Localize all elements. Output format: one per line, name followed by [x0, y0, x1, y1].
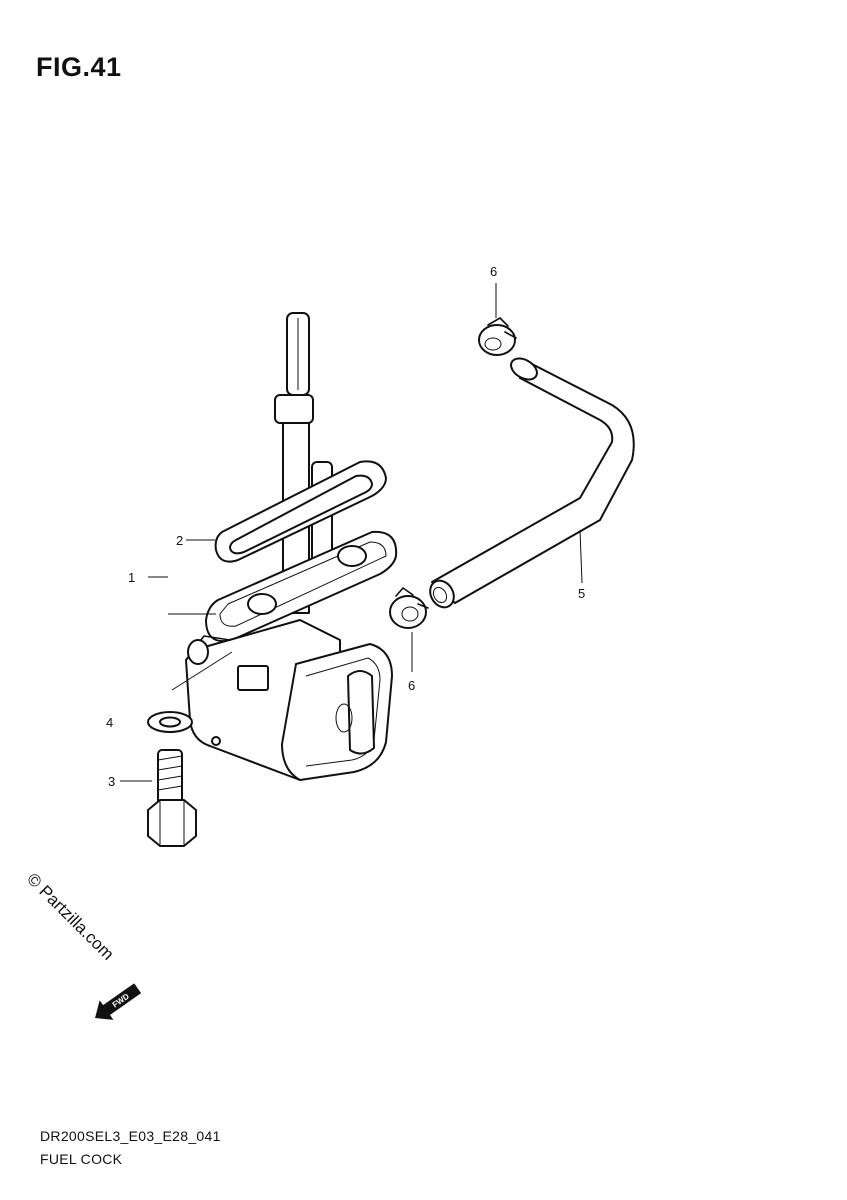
- callout-6-lower: 6: [408, 678, 415, 693]
- washer[interactable]: [147, 711, 193, 733]
- fuel-hose[interactable]: [425, 354, 635, 611]
- callout-4: 4: [106, 715, 113, 730]
- bolt[interactable]: [147, 749, 197, 847]
- callout-3: 3: [108, 774, 115, 789]
- leader-line-1-body: [171, 651, 233, 691]
- figure-title: FIG.41: [36, 52, 122, 82]
- hose-clamp-upper[interactable]: [478, 317, 517, 356]
- figure-caption: FUEL COCK: [40, 1151, 123, 1167]
- callout-1: 1: [128, 570, 135, 585]
- fwd-arrow-icon: FWD: [95, 983, 142, 1020]
- callout-6-upper: 6: [490, 264, 497, 279]
- model-code: DR200SEL3_E03_E28_041: [40, 1128, 221, 1144]
- callout-2: 2: [176, 533, 183, 548]
- watermark-text: © Partzilla.com: [23, 869, 117, 963]
- callout-5: 5: [578, 586, 585, 601]
- leader-line-5: [579, 529, 583, 584]
- hose-clamp-lower[interactable]: [389, 587, 429, 629]
- fuel-cock-assembly[interactable]: [185, 312, 398, 781]
